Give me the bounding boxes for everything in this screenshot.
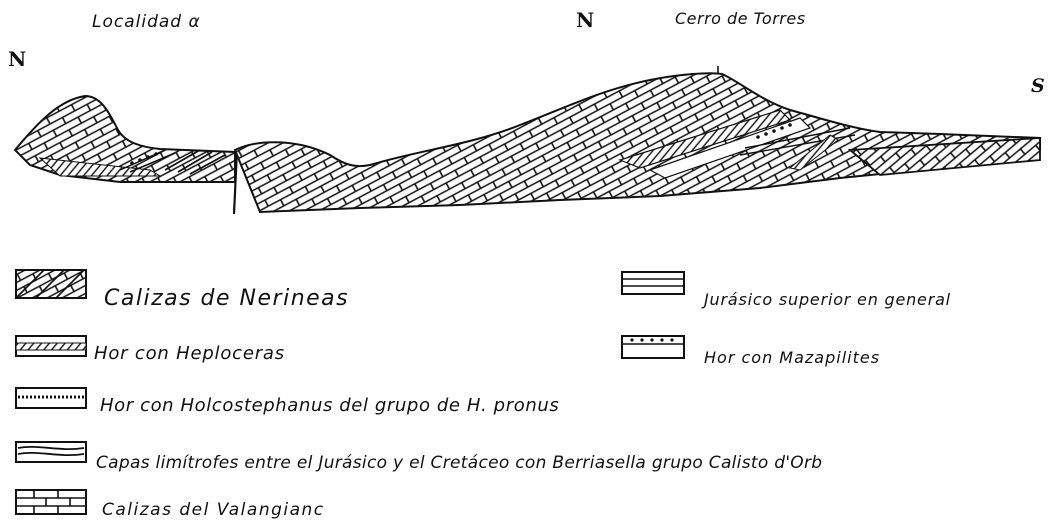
legend-swatch-hor-holcostephanus — [15, 387, 87, 409]
legend-swatch-jurasico-superior — [621, 271, 685, 295]
legend-swatch-calizas-valanginiano — [15, 489, 87, 515]
legend-label-hor-holcostephanus: Hor con Holcostephanus del grupo de H. p… — [100, 395, 560, 416]
legend-label-hor-mazapilites: Hor con Mazapilites — [704, 348, 881, 367]
legend-swatch-hor-mazapilites — [621, 335, 685, 359]
north-label-left: N — [8, 47, 27, 71]
legend-label-calizas-valanginiano: Calizas del Valangianc — [102, 500, 325, 520]
legend-swatch-calizas-nerineas — [15, 269, 87, 299]
left-hill — [13, 94, 236, 183]
locality-label: Localidad α — [92, 12, 201, 32]
legend-swatch-capas-limitrofes — [15, 441, 87, 463]
legend-label-calizas-nerineas: Calizas de Nerineas — [104, 286, 350, 311]
geological-cross-section — [13, 66, 1041, 215]
legend-swatch-hor-haploceras — [15, 335, 87, 357]
legend-label-hor-haploceras: Hor con Heploceras — [94, 343, 285, 364]
south-label-right: S — [1031, 75, 1045, 97]
legend-label-capas-limitrofes: Capas limítrofes entre el Jurásico y el … — [96, 453, 823, 473]
main-massif — [233, 72, 1041, 214]
hill-label: Cerro de Torres — [675, 9, 806, 28]
legend-label-jurasico-superior: Jurásico superior en general — [704, 290, 951, 309]
north-label-center: N — [576, 8, 595, 32]
fault-line — [232, 149, 239, 215]
